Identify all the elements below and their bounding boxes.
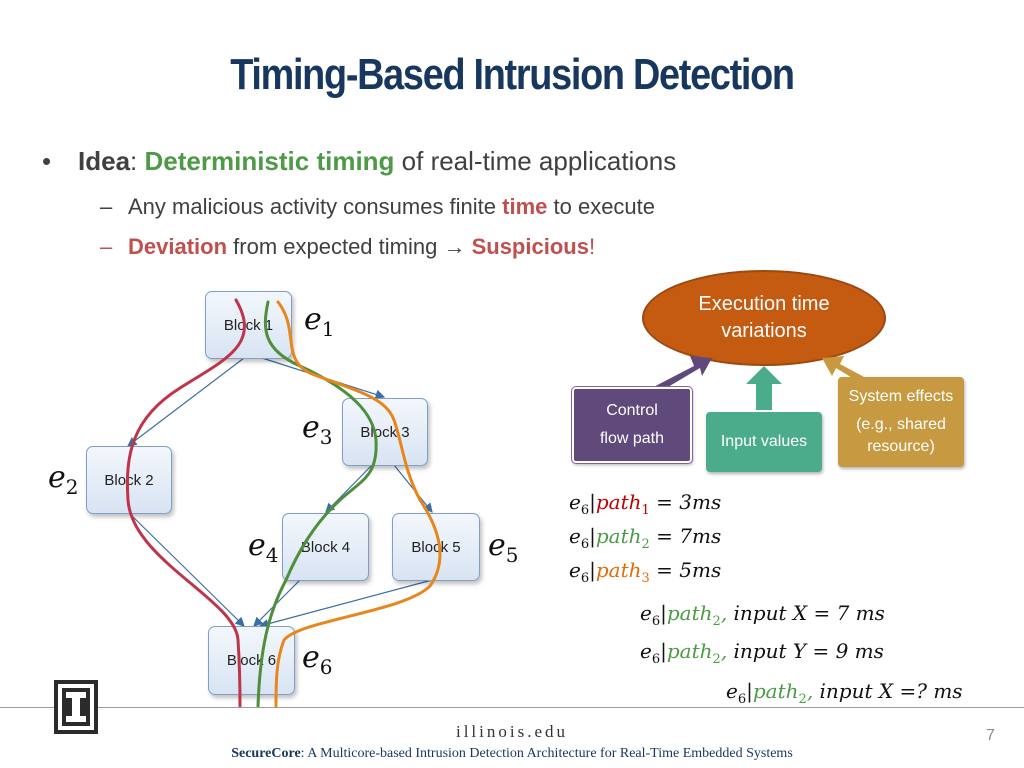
idea-label: Idea [78,146,131,176]
execution-time-oval: Execution time variations [642,270,886,366]
system-line-1: System effects [848,388,954,405]
block-4: Block 4 [282,513,369,581]
input-label: Input values [720,433,808,450]
oval-line-2: variations [721,320,807,342]
equation-path-3: e6|path3 = 5ms [569,558,722,586]
block-5: Block 5 [392,513,480,581]
sub2-highlight1: Deviation [128,234,228,259]
edge-5-6 [258,579,433,629]
slide-title: Timing-Based Intrusion Detection [230,50,795,99]
oval-line-1: Execution time [698,293,830,315]
idea-highlight: Deterministic timing [144,146,395,176]
path-3-line [274,300,442,708]
sub-bullet-2: –Deviation from expected timing → Suspic… [100,234,595,260]
sub-bullet-1: –Any malicious activity consumes finite … [100,194,655,220]
sub1-after: to execute [547,194,656,219]
edge-label-e6: e6 [302,640,333,679]
edge-1-2 [127,357,245,447]
page-number: 7 [986,727,995,744]
equation-path-2: e6|path2 = 7ms [569,524,722,552]
system-effects-box: System effects (e.g., shared resource) [838,377,964,467]
edge-label-e4: e4 [248,528,279,567]
equation-path-1: e6|path1 = 3ms [569,490,722,518]
footer-caption: SecureCore: A Multicore-based Intrusion … [0,746,1024,762]
sub-dash: – [100,194,113,219]
edge-label-e1: e1 [304,302,335,341]
edge-label-e2: e2 [48,460,79,499]
sub1-highlight: time [502,194,548,219]
equation-input-unknown: e6|path2, input X =? ms [726,679,963,707]
sub1-before: Any malicious activity consumes finite [128,194,503,219]
control-flow-path-box: Control flow path [571,386,693,464]
edge-label-e5: e5 [488,528,519,567]
bullet-dot: • [42,146,52,176]
control-line-2: flow path [599,430,665,447]
system-line-2: (e.g., shared [856,416,946,433]
footer-url: illinois.edu [455,722,569,741]
caption-bold: SecureCore [231,746,301,761]
caption-rest: : A Multicore-based Intrusion Detection … [300,746,793,761]
equation-input-y: e6|path2, input Y = 9 ms [640,639,884,667]
input-values-box: Input values [706,412,822,472]
input-arrow [746,366,782,410]
path-2-line [256,300,378,708]
edge-2-6 [127,511,245,627]
sub2-middle: from expected timing → [227,234,472,259]
main-bullet: • Idea: Deterministic timing of real-time… [42,146,676,177]
idea-colon: : [130,146,138,176]
idea-rest: of real-time applications [394,146,677,176]
edge-label-e3: e3 [302,410,333,449]
system-line-3: resource) [867,438,935,455]
path-1-line [125,298,246,708]
control-line-1: Control [606,402,658,419]
footer-divider [0,707,1024,708]
illinois-logo-icon [54,680,98,734]
sub-dash: – [100,234,113,259]
equation-input-x: e6|path2, input X = 7 ms [640,601,885,629]
sub2-end: ! [588,234,596,259]
sub2-highlight2: Suspicious [471,234,589,259]
